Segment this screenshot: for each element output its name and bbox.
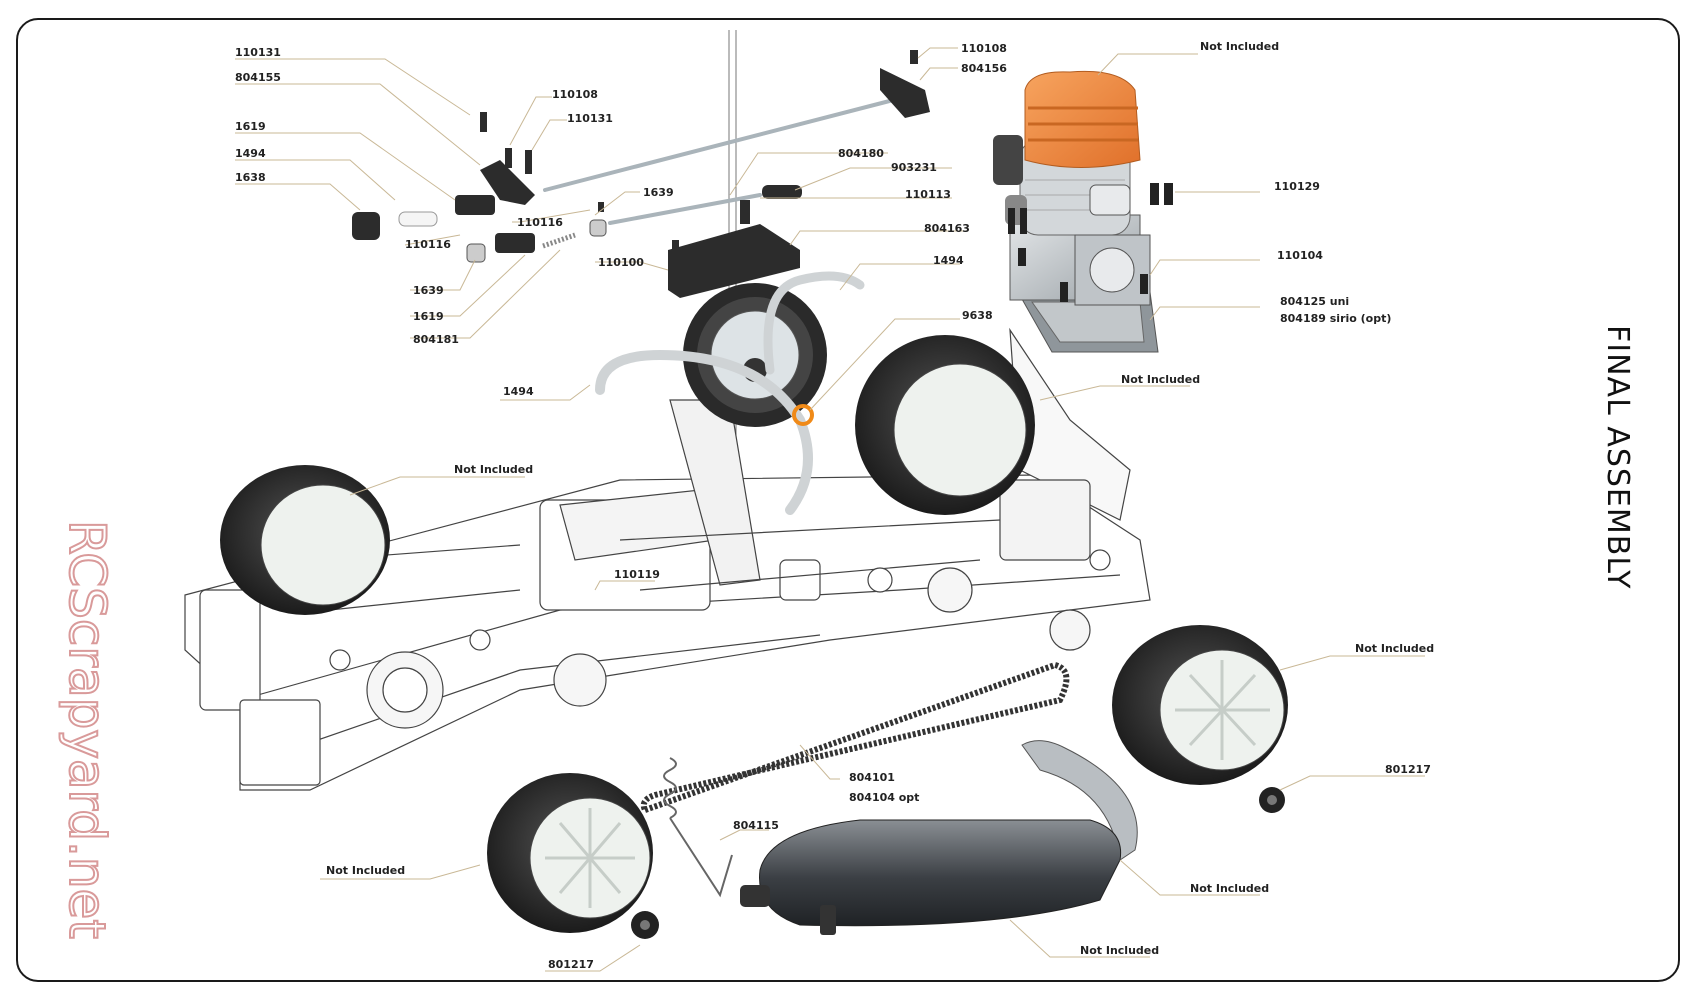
part-label: 1639 (413, 284, 444, 297)
part-label: Not Included (454, 463, 533, 476)
exhaust-spring (663, 757, 733, 898)
part-label: 110131 (567, 112, 613, 125)
part-label: 801217 (548, 958, 594, 971)
part-label: 804156 (961, 62, 1007, 75)
part-label: 804115 (733, 819, 779, 832)
part-label: Not Included (1121, 373, 1200, 386)
part-label: Not Included (326, 864, 405, 877)
engine-screws (1008, 183, 1173, 302)
part-label: 804189 sirio (opt) (1280, 312, 1391, 325)
o-ring (792, 404, 814, 426)
page-title: FINAL ASSEMBLY (1600, 325, 1635, 589)
part-label: 903231 (891, 161, 937, 174)
part-label: 9638 (962, 309, 993, 322)
part-label: 804163 (924, 222, 970, 235)
chassis (184, 327, 1151, 791)
engine (993, 70, 1151, 306)
diagram-frame (16, 18, 1680, 982)
exhaust-system (740, 740, 1138, 935)
part-label: 110131 (235, 46, 281, 59)
spur-gear (683, 283, 827, 427)
part-label: 110108 (961, 42, 1007, 55)
linkage-spring (542, 232, 576, 249)
part-label: 1494 (235, 147, 266, 160)
part-label: 110108 (552, 88, 598, 101)
part-label: 804125 uni (1280, 295, 1349, 308)
linkage-parts (352, 50, 930, 298)
watermark-text: RCScrapyard.net (58, 520, 116, 939)
wheel-rear-left (220, 465, 390, 615)
part-label: Not Included (1190, 882, 1269, 895)
part-label: Not Included (1355, 642, 1434, 655)
wheel-front-right (855, 335, 1035, 515)
part-label: 1638 (235, 171, 266, 184)
part-label: 110113 (905, 188, 951, 201)
wheel-nuts (631, 787, 1285, 939)
part-label: 110116 (405, 238, 451, 251)
part-label: 804155 (235, 71, 281, 84)
fuel-tubes (595, 271, 865, 515)
part-label: 110119 (614, 568, 660, 581)
part-label: 110129 (1274, 180, 1320, 193)
part-label: 110116 (517, 216, 563, 229)
part-label: Not Included (1080, 944, 1159, 957)
part-label: 1619 (413, 310, 444, 323)
part-label: 1619 (235, 120, 266, 133)
part-label: Not Included (1200, 40, 1279, 53)
wheel-loose-left (487, 773, 653, 933)
part-label: 110100 (598, 256, 644, 269)
part-label: 804181 (413, 333, 459, 346)
part-label: 1494 (933, 254, 964, 267)
page-title-text: FINAL ASSEMBLY (1600, 325, 1635, 589)
linkage-rods (543, 95, 907, 225)
part-label: 801217 (1385, 763, 1431, 776)
part-label: 1639 (643, 186, 674, 199)
part-label: 804101 (849, 771, 895, 784)
part-label: 804104 opt (849, 791, 919, 804)
drive-belt (640, 661, 1070, 814)
wheel-loose-right (1112, 625, 1288, 785)
watermark: RCScrapyard.net (57, 520, 117, 940)
part-label: 1494 (503, 385, 534, 398)
part-label: 804180 (838, 147, 884, 160)
part-labels: 110131 804155 110108 110131 1619 1494 16… (235, 40, 1434, 971)
leader-lines (235, 47, 1425, 972)
part-label: 110104 (1277, 249, 1323, 262)
